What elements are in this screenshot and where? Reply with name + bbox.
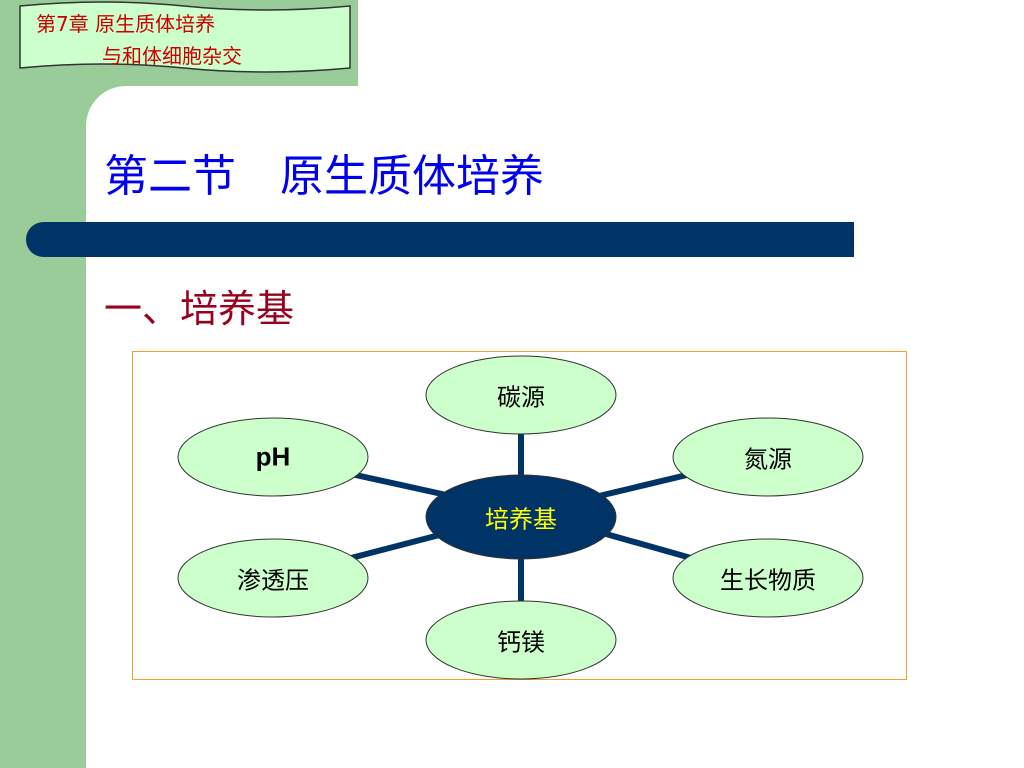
connector-top-left <box>350 471 452 499</box>
node-center-label: 培养基 <box>485 505 557 534</box>
chapter-title-line2: 与和体细胞杂交 <box>102 44 242 68</box>
culture-medium-diagram: 碳源 pH 氮源 培养基 渗透压 生长物质 钙镁 <box>132 351 907 680</box>
node-bottom-label: 钙镁 <box>497 628 545 657</box>
frame-left-band <box>0 0 86 768</box>
node-center-ellipse <box>425 474 617 560</box>
section-title: 第二节 原生质体培养 <box>104 151 544 202</box>
node-bottom-left-ellipse <box>177 538 369 618</box>
connector-bottom-left <box>350 529 452 561</box>
node-top-left-ellipse <box>177 417 369 497</box>
node-bottom-left-label: 渗透压 <box>237 566 309 595</box>
node-top-right-ellipse <box>672 417 864 497</box>
connector-bottom-right <box>598 529 692 561</box>
chapter-banner: 第7章 原生质体培养 与和体细胞杂交 <box>14 0 356 80</box>
node-top-ellipse <box>425 355 617 435</box>
connector-top-right <box>598 471 692 499</box>
diagram-shapes <box>177 355 864 680</box>
node-bottom-ellipse <box>425 600 617 680</box>
node-top-left-label: pH <box>255 441 291 472</box>
section-subtitle: 一、培养基 <box>104 287 295 331</box>
chapter-title-line1: 第7章 原生质体培养 <box>36 12 216 36</box>
node-top-label: 碳源 <box>497 383 545 412</box>
node-top-right-label: 氮源 <box>744 445 792 474</box>
title-rule-bar <box>26 222 854 257</box>
banner-scroll-shape <box>19 1 351 73</box>
node-bottom-right-ellipse <box>672 538 864 618</box>
node-bottom-right-label: 生长物质 <box>720 566 816 595</box>
